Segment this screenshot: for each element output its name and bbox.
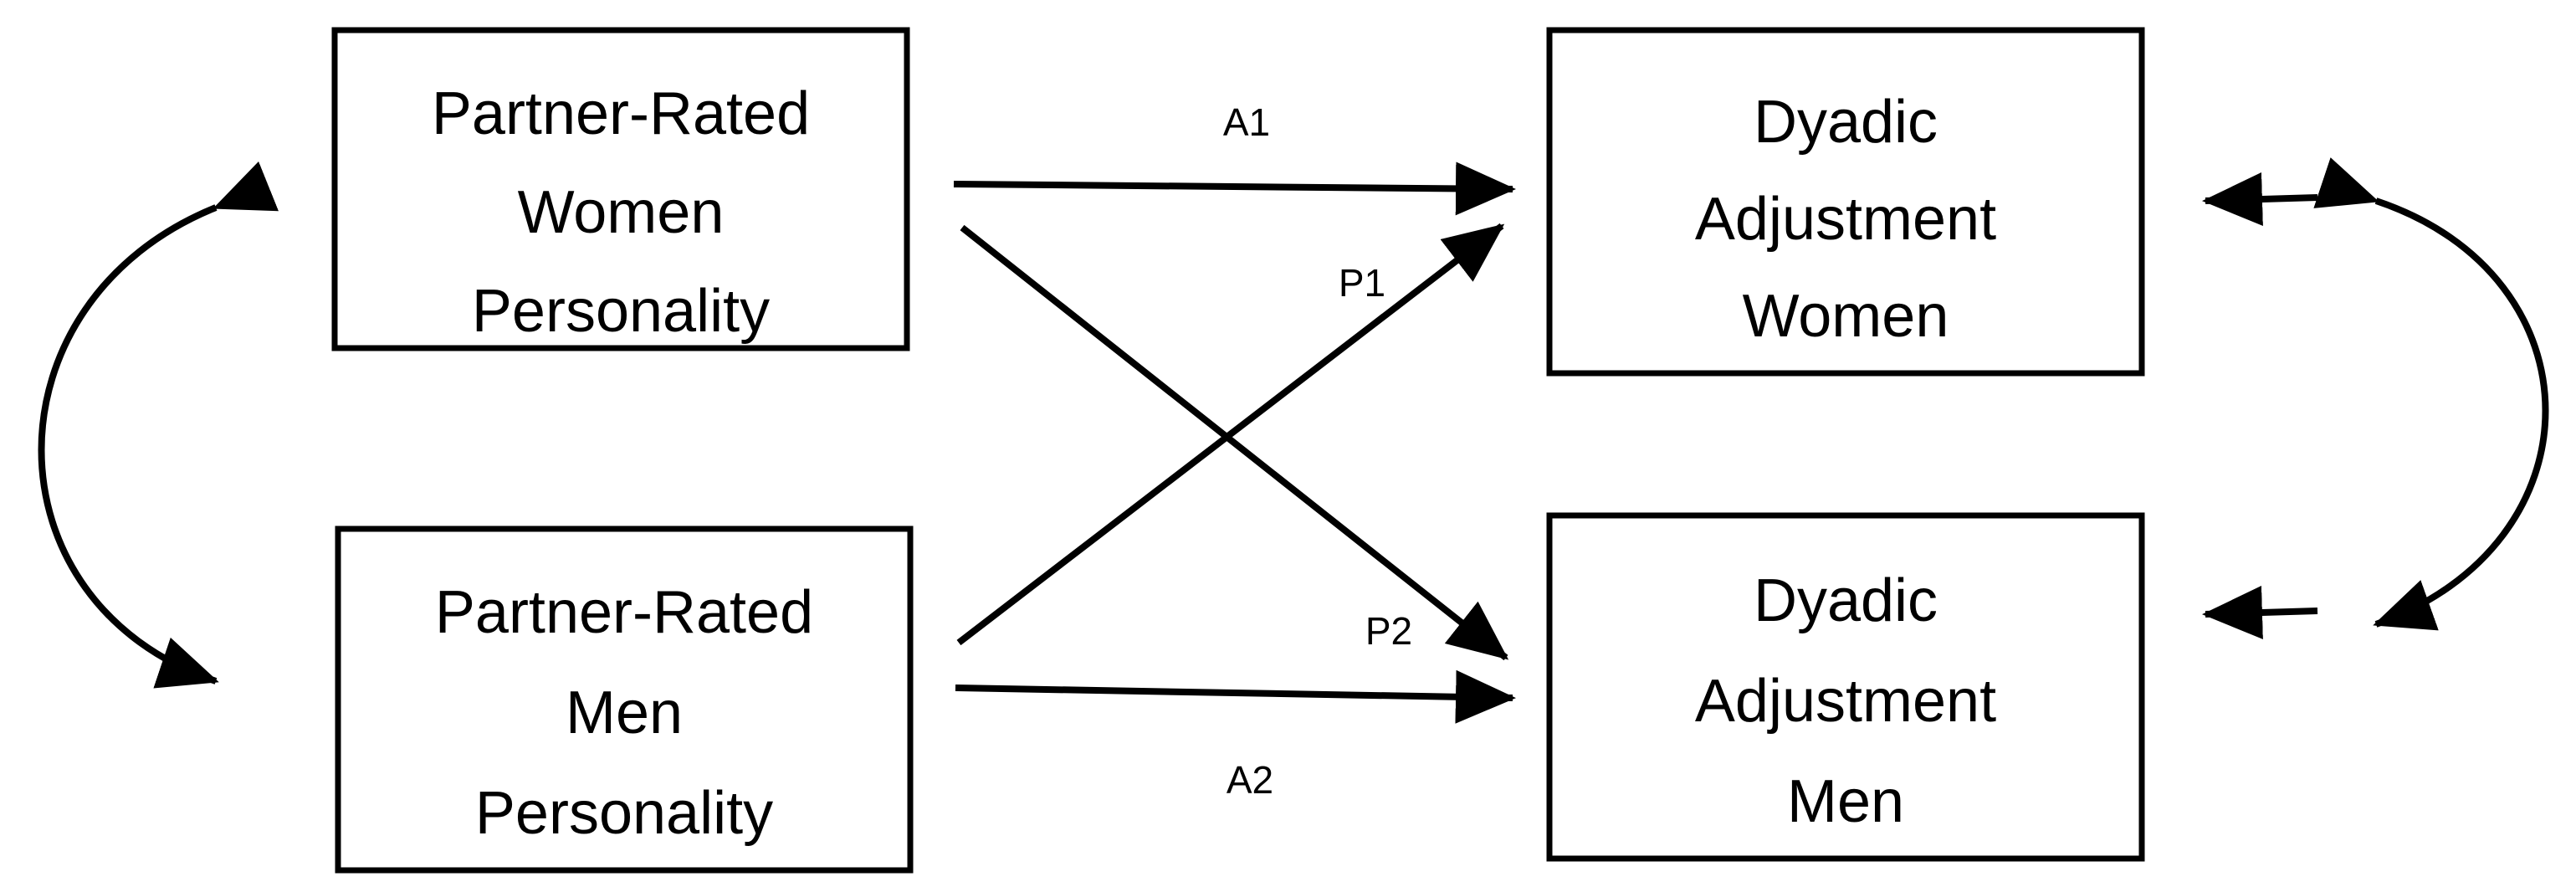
node-men-personality-line-3: Personality — [475, 780, 773, 847]
node-adjustment-women-line-2: Adjustment — [1695, 186, 1996, 253]
predictor-covariance-arrow — [38, 161, 279, 689]
path-a2-arrow — [955, 669, 1516, 724]
node-women-personality: Partner-Rated Women Personality — [331, 27, 910, 351]
node-adjustment-men-line-2: Adjustment — [1695, 668, 1996, 735]
residual-covariance-arrow — [2313, 157, 2549, 631]
node-women-personality-box — [331, 27, 910, 351]
path-label-a1: A1 — [1223, 100, 1270, 144]
path-p2-arrow — [960, 224, 1509, 661]
residual-men-arrow — [2202, 585, 2318, 639]
path-a1-arrow — [953, 162, 1516, 216]
node-women-personality-line-2: Women — [518, 179, 725, 246]
residual-women-arrow — [2202, 172, 2318, 226]
node-women-personality-line-1: Partner-Rated — [432, 80, 810, 147]
node-adjustment-women-line-1: Dyadic — [1754, 89, 1938, 156]
node-adjustment-men-line-1: Dyadic — [1754, 567, 1938, 634]
node-men-personality-box — [335, 526, 914, 874]
node-adjustment-men-line-3: Men — [1787, 768, 1904, 835]
node-men-personality-line-1: Partner-Rated — [435, 579, 813, 646]
node-men-personality: Partner-Rated Men Personality — [335, 526, 914, 874]
path-p1-arrow — [956, 223, 1505, 646]
node-adjustment-women-line-3: Women — [1743, 283, 1949, 350]
node-adjustment-men-box — [1546, 512, 2145, 862]
path-label-p1: P1 — [1339, 261, 1385, 305]
node-women-personality-line-3: Personality — [472, 278, 770, 345]
node-adjustment-men: Dyadic Adjustment Men — [1546, 512, 2145, 862]
node-adjustment-women-box — [1546, 27, 2145, 377]
path-label-p2: P2 — [1365, 609, 1412, 653]
node-adjustment-women: Dyadic Adjustment Women — [1546, 27, 2145, 377]
path-label-a2: A2 — [1227, 758, 1273, 802]
node-men-personality-line-2: Men — [566, 679, 683, 746]
